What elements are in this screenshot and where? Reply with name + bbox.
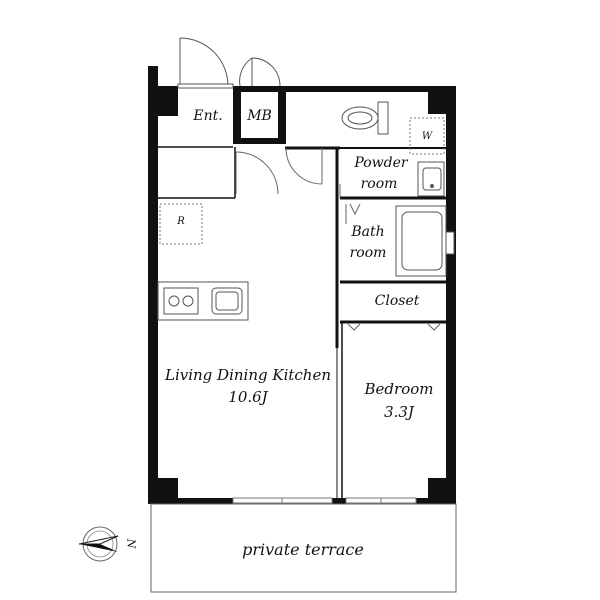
interior-doors (235, 147, 341, 198)
terrace-windows (232, 497, 417, 504)
fridge-box (159, 203, 203, 245)
room-label-meter-box: MB (247, 108, 272, 124)
column-top-right (428, 88, 456, 114)
washer-box (409, 117, 445, 155)
wall-south-mid (332, 498, 346, 504)
mb-wall-left (233, 86, 241, 144)
room-label-bath-2: room (349, 245, 387, 261)
compass-north-label: N (124, 538, 138, 549)
room-label-bedroom-size: 3.3J (384, 403, 414, 421)
compass-icon (78, 526, 119, 562)
entrance-doors (179, 37, 281, 87)
wall-north-mid (233, 86, 285, 92)
bath-window (445, 231, 455, 255)
wall-south-left (148, 498, 233, 504)
washer-label: W (421, 131, 433, 142)
terrace-label: private terrace (242, 540, 364, 559)
bathtub (395, 205, 447, 277)
outer-walls (148, 66, 456, 504)
room-label-bedroom-name: Bedroom (364, 380, 434, 398)
room-label-powder-room-1: Powder (354, 155, 408, 171)
mb-wall-bottom (233, 138, 286, 144)
interior-walls (158, 146, 446, 498)
kitchen-counter (157, 281, 249, 321)
room-label-powder-room-2: room (360, 176, 398, 192)
fridge-label: R (177, 216, 185, 227)
column-top-left (148, 86, 178, 116)
room-label-bath-1: Bath (351, 224, 385, 240)
room-label-entrance: Ent. (193, 108, 223, 124)
toilet (341, 101, 389, 135)
wall-north-right (285, 86, 456, 92)
room-label-ldk-name: Living Dining Kitchen (164, 366, 331, 384)
entrance-threshold (177, 83, 234, 89)
bath-door-marks (345, 203, 361, 224)
powder-room-sink (417, 161, 445, 197)
wall-east (446, 88, 456, 504)
wall-west (148, 66, 158, 504)
closet-doors (347, 323, 441, 331)
room-label-ldk-size: 10.6J (228, 388, 268, 406)
room-label-closet: Closet (374, 293, 420, 309)
mb-wall-right (278, 86, 286, 144)
wall-south-right (416, 498, 456, 504)
terrace-outline (150, 503, 457, 593)
